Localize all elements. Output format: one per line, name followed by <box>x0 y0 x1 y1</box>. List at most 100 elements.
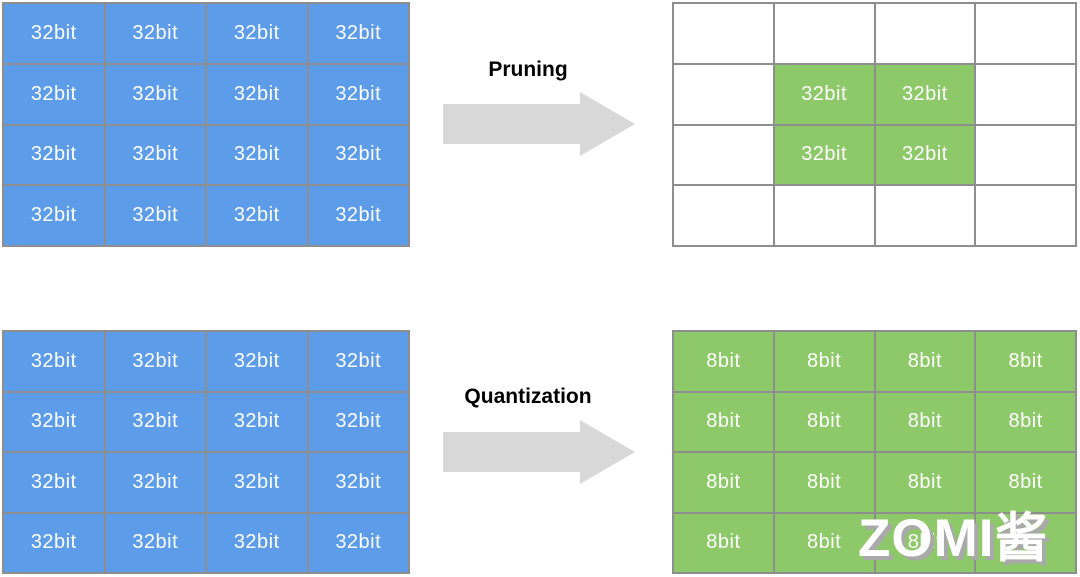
grid-cell: 8bit <box>875 392 975 451</box>
grid-cell: 8bit <box>674 392 773 451</box>
grid-cell: 8bit <box>976 513 1075 572</box>
cell-label: 32bit <box>335 349 382 372</box>
grid-cell: 8bit <box>976 392 1075 451</box>
cell-label: 32bit <box>132 410 179 433</box>
grid-cell: 32bit <box>105 64 205 124</box>
grid-cell: 32bit <box>308 4 408 63</box>
grid-cell: 32bit <box>207 392 307 451</box>
grid-cell: 32bit <box>308 513 408 572</box>
cell-label: 32bit <box>233 470 280 493</box>
grid-cell <box>875 4 975 63</box>
grid-cell: 32bit <box>105 453 205 512</box>
grid-cell: 8bit <box>774 332 874 391</box>
cell-label: 8bit <box>807 470 842 493</box>
cell-label: 8bit <box>706 410 741 433</box>
grid-cell: 32bit <box>105 513 205 572</box>
grid-cell: 32bit <box>875 64 975 124</box>
cell-label: 8bit <box>907 470 942 493</box>
grid-cell <box>976 4 1075 63</box>
cell-label: 32bit <box>30 531 77 554</box>
grid-cell <box>774 4 874 63</box>
grid-cell: 8bit <box>674 513 773 572</box>
grid-cell: 32bit <box>4 453 104 512</box>
cell-label: 32bit <box>233 82 280 105</box>
cell-label: 8bit <box>907 349 942 372</box>
grid-cell: 32bit <box>105 125 205 185</box>
cell-label: 8bit <box>807 410 842 433</box>
grid-cell: 8bit <box>875 513 975 572</box>
grid-cell: 32bit <box>207 64 307 124</box>
pruning-arrow <box>443 92 635 156</box>
pruning-label: Pruning <box>488 58 568 81</box>
cell-label: 32bit <box>335 410 382 433</box>
cell-label: 8bit <box>1008 410 1043 433</box>
grid-cell: 8bit <box>875 453 975 512</box>
grid-cell: 32bit <box>105 392 205 451</box>
cell-label: 32bit <box>132 21 179 44</box>
grid-cell: 32bit <box>308 453 408 512</box>
cell-label: 8bit <box>706 349 741 372</box>
grid-cell: 8bit <box>774 392 874 451</box>
cell-label: 32bit <box>233 21 280 44</box>
grid-cell: 32bit <box>308 392 408 451</box>
cell-label: 32bit <box>30 349 77 372</box>
grid-cell: 32bit <box>308 186 408 245</box>
grid-cell <box>674 64 773 124</box>
cell-label: 32bit <box>30 82 77 105</box>
grid-cell <box>674 125 773 185</box>
cell-label: 32bit <box>30 410 77 433</box>
grid-cell: 32bit <box>207 186 307 245</box>
cell-label: 32bit <box>30 143 77 166</box>
grid-cell: 32bit <box>308 125 408 185</box>
cell-label: 32bit <box>801 82 848 105</box>
cell-label: 32bit <box>335 21 382 44</box>
grid-cell <box>875 186 975 245</box>
grid-cell: 32bit <box>207 125 307 185</box>
cell-label: 32bit <box>801 143 848 166</box>
grid-cell: 32bit <box>105 332 205 391</box>
quantization-label: Quantization <box>464 385 592 408</box>
grid-cell: 32bit <box>4 186 104 245</box>
grid-cell <box>976 64 1075 124</box>
grid-cell: 32bit <box>308 332 408 391</box>
grid-pruned-32bit: 32bit 32bit 32bit 32bit <box>672 2 1077 247</box>
cell-label: 32bit <box>901 143 948 166</box>
cell-label: 32bit <box>335 470 382 493</box>
cell-label: 8bit <box>807 531 842 554</box>
grid-cell: 32bit <box>308 64 408 124</box>
arrow-right-icon <box>443 420 635 484</box>
cell-label: 32bit <box>132 204 179 227</box>
grid-cell: 32bit <box>4 125 104 185</box>
cell-label: 8bit <box>1008 470 1043 493</box>
cell-label: 32bit <box>132 82 179 105</box>
grid-cell <box>674 186 773 245</box>
cell-label: 32bit <box>30 470 77 493</box>
cell-label: 8bit <box>706 531 741 554</box>
grid-cell <box>674 4 773 63</box>
grid-cell: 32bit <box>4 64 104 124</box>
cell-label: 32bit <box>901 82 948 105</box>
grid-cell: 8bit <box>875 332 975 391</box>
grid-cell: 32bit <box>4 332 104 391</box>
grid-cell: 32bit <box>207 513 307 572</box>
grid-cell <box>774 186 874 245</box>
grid-cell <box>976 125 1075 185</box>
quantization-arrow <box>443 420 635 484</box>
cell-label: 32bit <box>132 470 179 493</box>
grid-cell <box>976 186 1075 245</box>
cell-label: 8bit <box>706 470 741 493</box>
watermark-zomi: ZOMI酱 <box>858 509 1049 568</box>
cell-label: 32bit <box>233 410 280 433</box>
grid-cell: 8bit <box>976 453 1075 512</box>
cell-label: 32bit <box>233 531 280 554</box>
grid-cell: 32bit <box>4 4 104 63</box>
cell-label: 8bit <box>907 531 942 554</box>
cell-label: 32bit <box>335 143 382 166</box>
cell-label: 32bit <box>30 21 77 44</box>
cell-label: 8bit <box>1008 531 1043 554</box>
grid-cell: 8bit <box>774 513 874 572</box>
cell-label: 32bit <box>233 143 280 166</box>
